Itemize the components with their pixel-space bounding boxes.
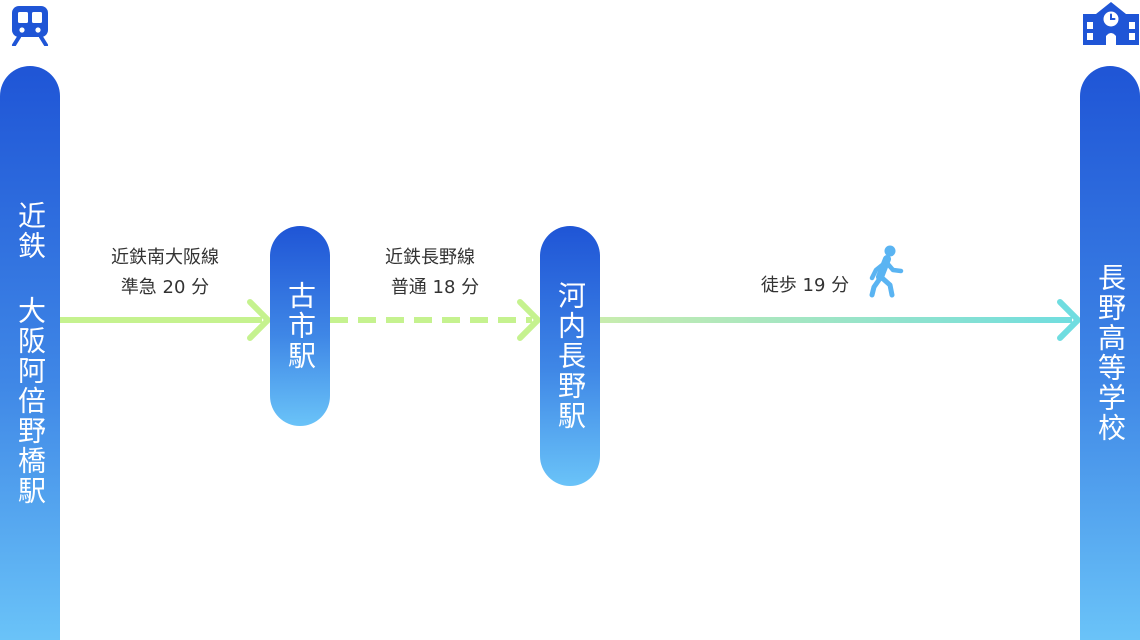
- segment-2-arrowhead: [517, 299, 541, 341]
- school-icon: [1082, 0, 1140, 46]
- origin-station: 近鉄 大阪阿倍野橋駅: [0, 66, 60, 640]
- stop-furuichi-label: 古市駅: [284, 281, 317, 371]
- segment-2-detail: 普通 18 分: [390, 277, 480, 298]
- destination: 長野高等学校: [1080, 66, 1140, 640]
- segment-1-line-name: 近鉄南大阪線: [111, 247, 219, 268]
- segment-1-detail: 準急 20 分: [120, 277, 210, 298]
- segment-2-line-name: 近鉄長野線: [385, 247, 475, 268]
- segment-1-arrowhead: [247, 299, 271, 341]
- stop-furuichi: 古市駅: [270, 226, 330, 426]
- train-icon: [10, 4, 50, 47]
- segment-1-label: 近鉄南大阪線 準急 20 分: [95, 243, 235, 303]
- destination-label: 長野高等学校: [1094, 263, 1127, 443]
- segment-3-arrowhead: [1057, 299, 1081, 341]
- stop-kawachinagano-label: 河内長野駅: [554, 281, 587, 431]
- stop-kawachinagano: 河内長野駅: [540, 226, 600, 486]
- segment-2-label: 近鉄長野線 普通 18 分: [360, 243, 500, 303]
- segment-3-label: 徒歩 19 分: [740, 271, 870, 301]
- segment-3-detail: 徒歩 19 分: [760, 275, 850, 296]
- origin-station-label: 近鉄 大阪阿倍野橋駅: [14, 200, 47, 506]
- walking-person-icon: [868, 244, 904, 298]
